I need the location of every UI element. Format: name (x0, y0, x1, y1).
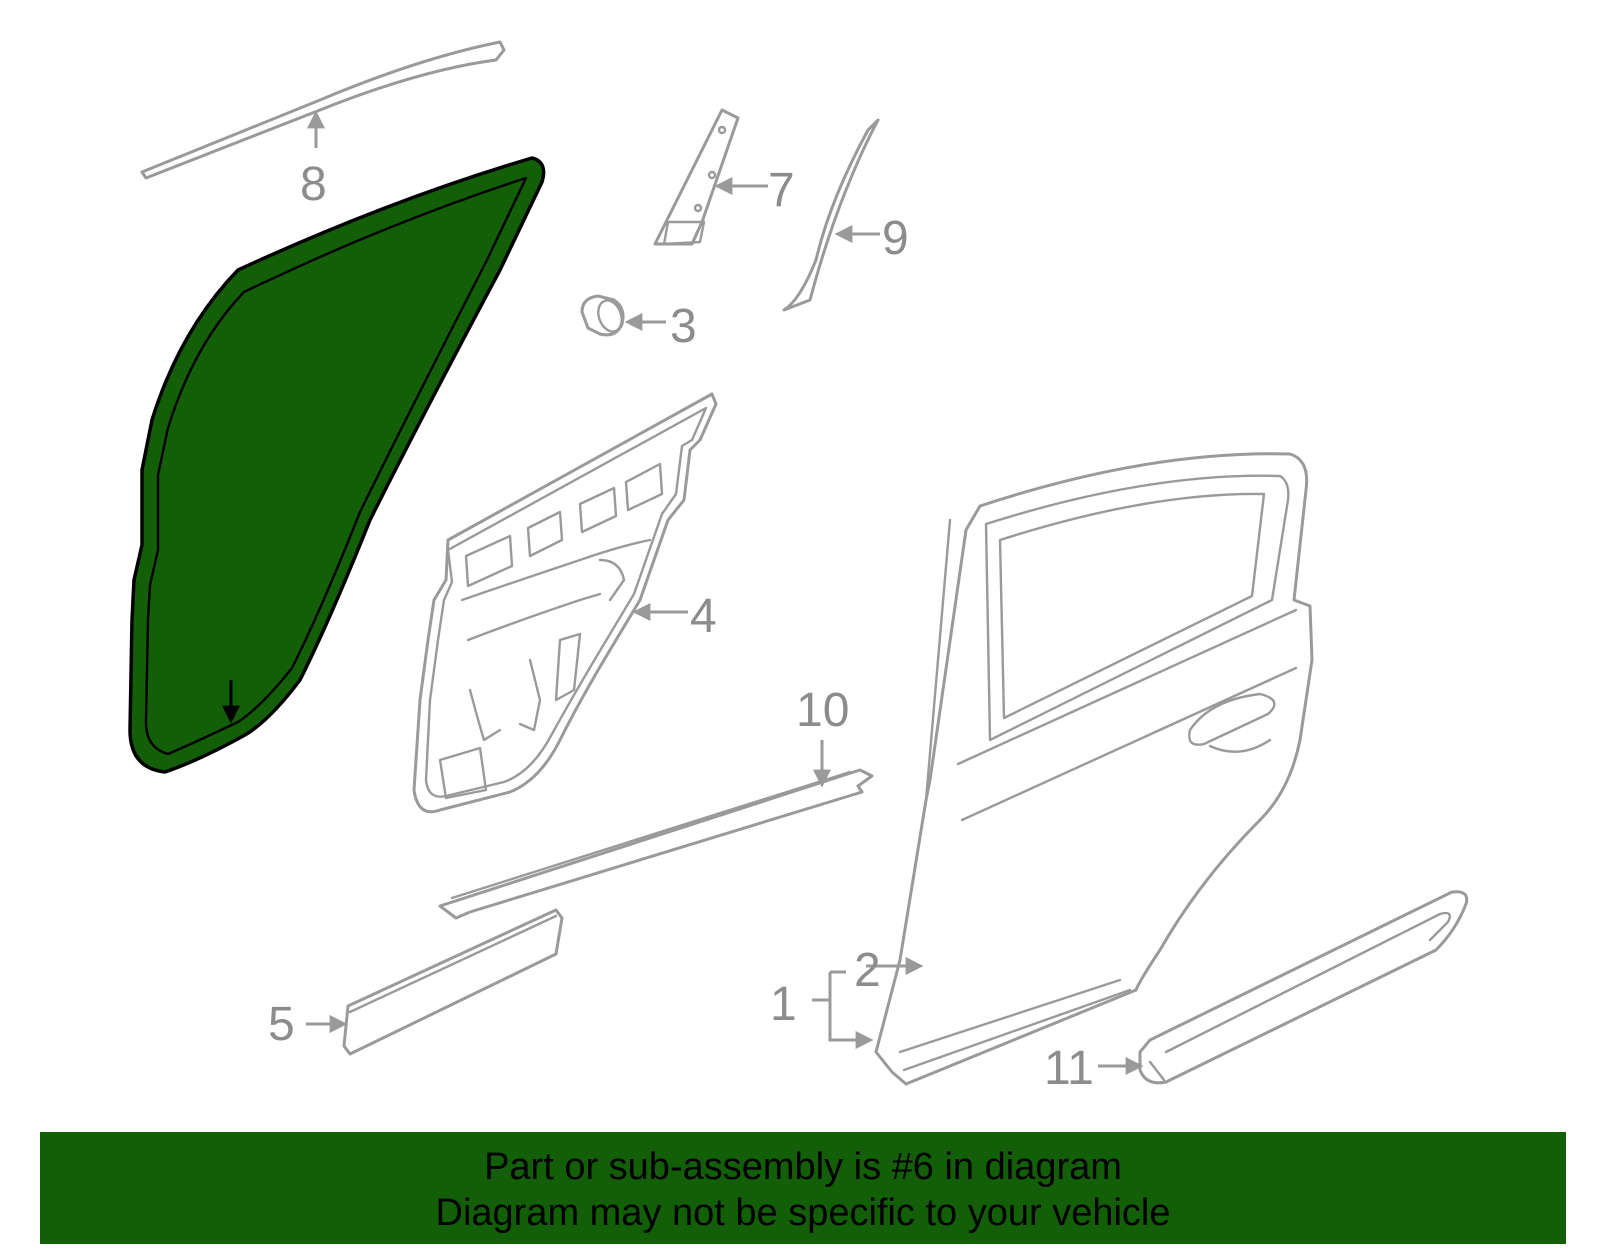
part-1-door-shell (812, 452, 1314, 1086)
callout-8: 8 (300, 158, 327, 211)
callout-10: 10 (796, 684, 849, 737)
part-9-trim (782, 118, 880, 312)
callout-3: 3 (670, 300, 697, 353)
callout-2: 2 (854, 944, 881, 997)
part-10-molding (438, 740, 874, 920)
part-7-bracket (653, 108, 768, 246)
part-3-cap (580, 294, 666, 337)
part-4-panel (412, 392, 718, 814)
part-6-weatherstrip (128, 156, 546, 774)
part-8-molding (140, 40, 506, 180)
part-5-strip (306, 908, 564, 1056)
part-11-molding (1098, 890, 1469, 1085)
parts-diagram: 8 7 9 3 4 10 2 1 5 11 (128, 40, 1469, 1095)
callout-1: 1 (770, 978, 797, 1031)
info-banner: Part or sub-assembly is #6 in diagram Di… (40, 1132, 1566, 1244)
banner-line-2: Diagram may not be specific to your vehi… (435, 1192, 1171, 1234)
banner-line-1: Part or sub-assembly is #6 in diagram (484, 1146, 1122, 1188)
callout-7: 7 (768, 164, 795, 217)
callout-9: 9 (882, 212, 909, 265)
callout-4: 4 (690, 590, 717, 643)
callout-11: 11 (1044, 1042, 1094, 1095)
callout-5: 5 (268, 998, 295, 1051)
